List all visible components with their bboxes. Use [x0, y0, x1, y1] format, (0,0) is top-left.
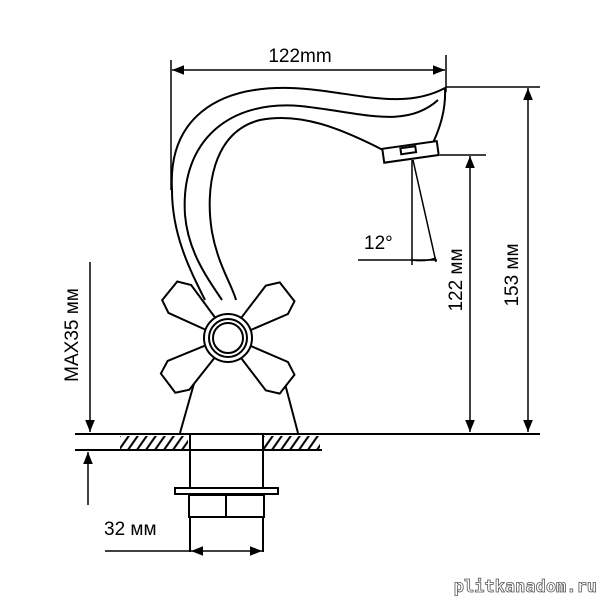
angle-dimension: 12° [358, 159, 437, 265]
reach-dimension: 122mm [170, 46, 447, 190]
outlet-height-label: 122 мм [446, 248, 467, 311]
pipe-dimension: 32 мм [104, 519, 262, 556]
mounting-pipe [174, 434, 279, 552]
max-thickness-label: MAX35 мм [62, 288, 83, 382]
height-dimensions: 153 мм 122 мм [440, 86, 540, 432]
watermark: plitkanadom.ru [454, 577, 597, 597]
countertop-thickness-dimension: MAX35 мм [62, 262, 95, 505]
countertop [75, 433, 540, 451]
pipe-diameter-label: 32 мм [104, 519, 157, 540]
cross-handle [159, 280, 296, 395]
angle-label: 12° [364, 233, 393, 254]
faucet-base [179, 379, 299, 434]
total-height-label: 153 мм [502, 243, 523, 306]
reach-label: 122mm [268, 46, 331, 67]
faucet-spout [170, 86, 447, 301]
